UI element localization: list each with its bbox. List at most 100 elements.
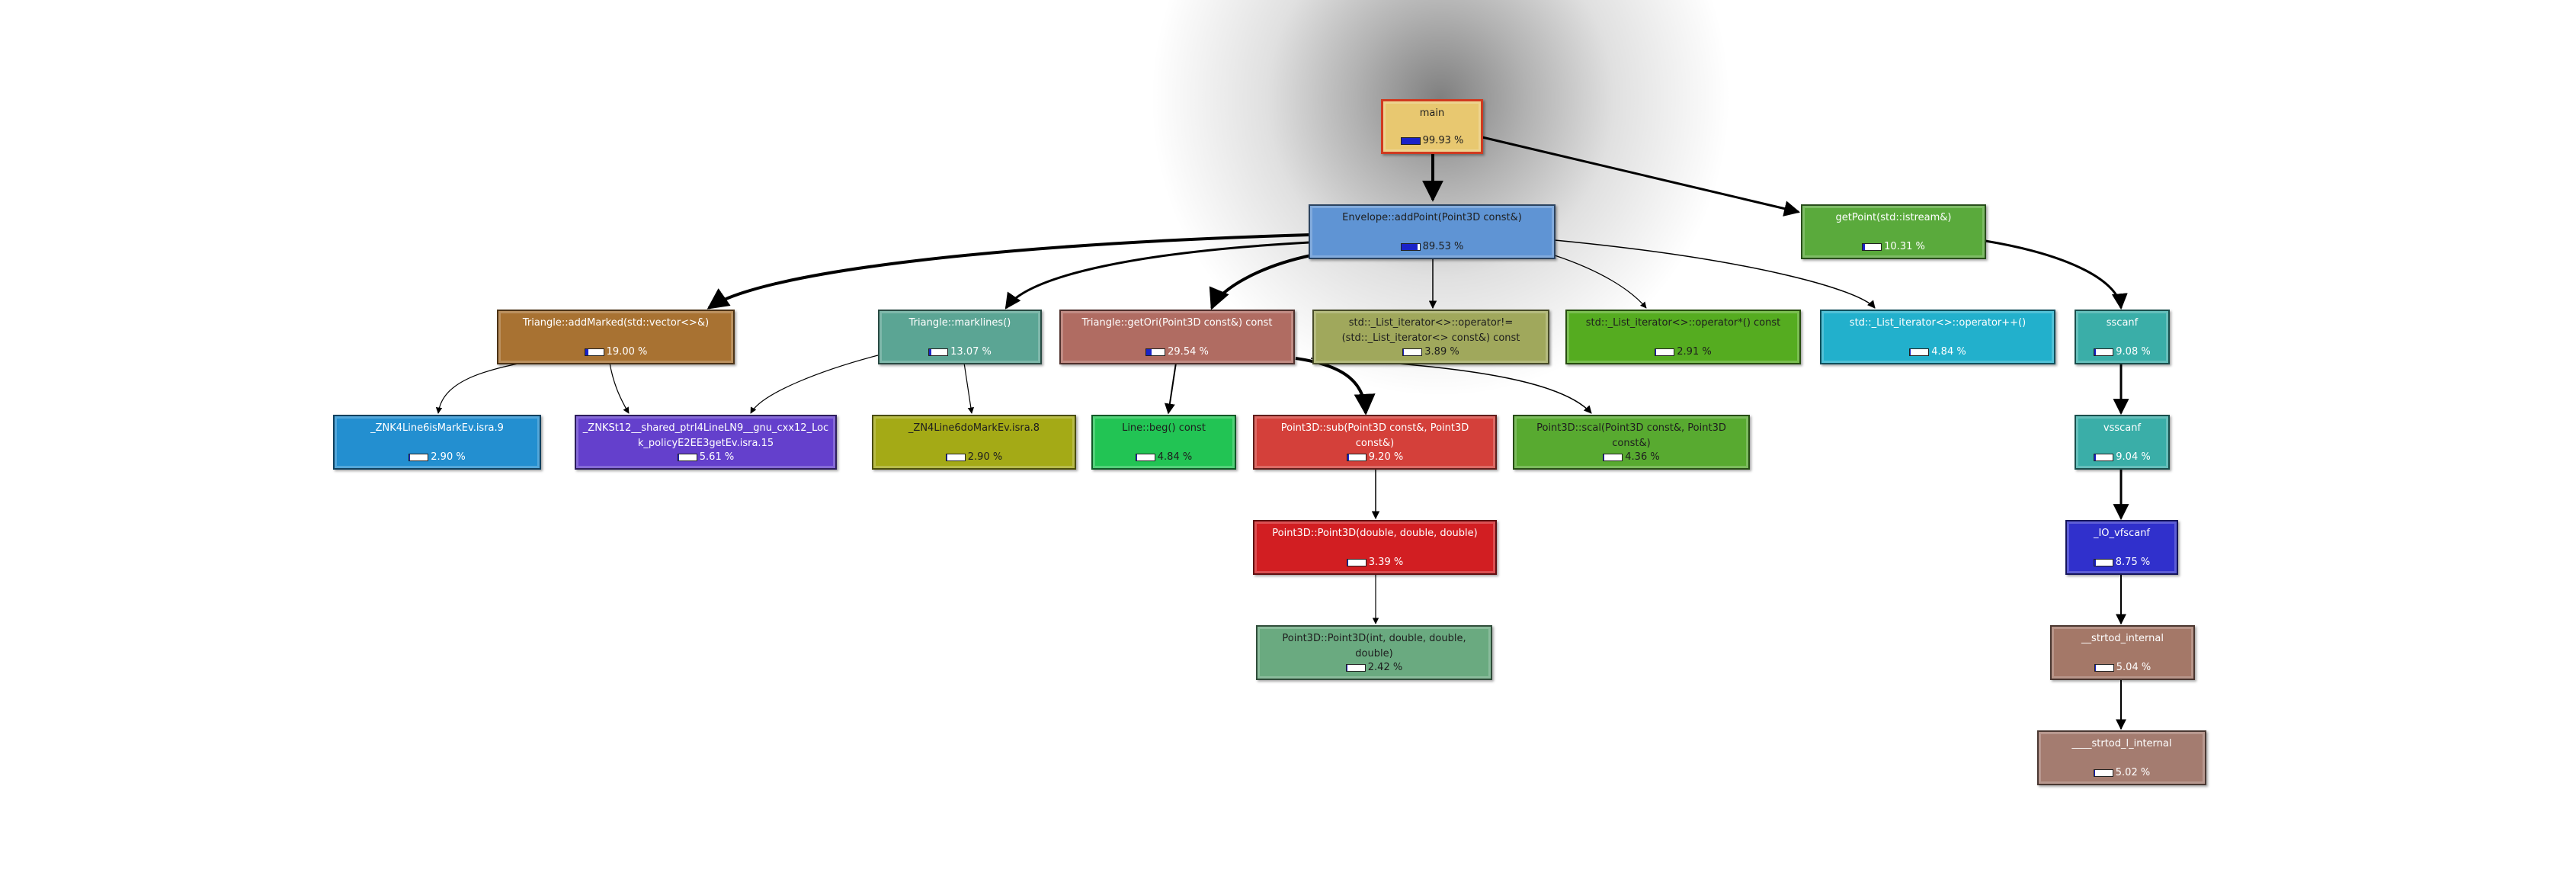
cost-bar-fill	[2094, 664, 2096, 671]
node-sscanf[interactable]: sscanf 9.08 %	[2075, 310, 2170, 364]
cost-bar	[1400, 242, 1421, 251]
node-label: main	[1419, 107, 1445, 119]
node-list-iterator-ne[interactable]: std::_List_iterator<>::operator!=(std::_…	[1312, 310, 1549, 364]
edge-addpoint-listinc	[1554, 239, 1876, 309]
node-cost: 29.54 %	[1061, 346, 1293, 358]
edge-addpoint-addmarked	[706, 233, 1310, 310]
cost-bar	[1655, 348, 1675, 356]
node-cost: 5.02 %	[2039, 767, 2205, 779]
cost-bar	[1402, 348, 1423, 356]
node-shared-ptr-get[interactable]: _ZNKSt12__shared_ptrI4LineLN9__gnu_cxx12…	[575, 415, 837, 470]
node-cost: 89.53 %	[1310, 241, 1554, 253]
cost-bar	[409, 453, 429, 461]
node-strtod-l-internal[interactable]: ____strtod_l_internal 5.02 %	[2037, 730, 2206, 785]
node-cost: 8.75 %	[2067, 557, 2177, 569]
edge-addpoint-getori	[1209, 254, 1312, 310]
cost-bar-fill	[1403, 348, 1405, 355]
cost-bar	[1400, 136, 1421, 145]
node-cost: 4.84 %	[1093, 451, 1235, 464]
node-point3d-scal[interactable]: Point3D::scal(Point3D const&, Point3D co…	[1513, 415, 1750, 470]
cost-text: 10.31 %	[1884, 241, 1925, 252]
node-main[interactable]: main 99.93 %	[1381, 99, 1483, 154]
node-label: Triangle::getOri(Point3D const&) const	[1081, 317, 1273, 329]
cost-bar	[1346, 558, 1366, 566]
node-line-ismark[interactable]: _ZNK4Line6isMarkEv.isra.9 2.90 %	[333, 415, 541, 470]
node-label: _ZN4Line6doMarkEv.isra.8	[908, 422, 1040, 434]
node-cost: 99.93 %	[1383, 135, 1481, 147]
node-cost: 2.90 %	[873, 451, 1075, 464]
node-point3d-ctor-4[interactable]: Point3D::Point3D(int, double, double, do…	[1256, 625, 1492, 680]
cost-bar-fill	[2094, 769, 2095, 776]
cost-bar-fill	[1347, 454, 1349, 460]
cost-text: 13.07 %	[950, 346, 992, 358]
cost-text: 2.42 %	[1367, 662, 1403, 673]
edge-marklines-domark	[963, 362, 975, 414]
cost-bar	[2094, 348, 2114, 356]
node-label: _ZNK4Line6isMarkEv.isra.9	[370, 422, 504, 434]
edge-marklines-sharedptr	[750, 355, 879, 414]
cost-bar	[1346, 453, 1366, 461]
node-label: getPoint(std::istream&)	[1835, 212, 1952, 223]
node-line-domark[interactable]: _ZN4Line6doMarkEv.isra.8 2.90 %	[872, 415, 1076, 470]
cost-bar-fill	[1136, 454, 1137, 460]
cost-bar	[1862, 242, 1882, 251]
cost-bar	[928, 348, 949, 356]
node-list-iterator-inc[interactable]: std::_List_iterator<>::operator++()4.84 …	[1820, 310, 2055, 364]
cost-bar	[1909, 348, 1930, 356]
cost-text: 2.90 %	[967, 451, 1003, 463]
cost-bar-fill	[1146, 348, 1152, 355]
node-label: _IO_vfscanf	[2093, 528, 2151, 539]
cost-bar	[2093, 769, 2113, 777]
node-envelope-addpoint[interactable]: Envelope::addPoint(Point3D const&)89.53 …	[1309, 204, 1556, 259]
edge-addpoint-marklines	[1004, 241, 1310, 310]
node-cost: 2.90 %	[335, 451, 540, 464]
node-cost: 13.07 %	[879, 346, 1040, 358]
node-cost: 9.20 %	[1254, 451, 1495, 464]
cost-bar	[945, 453, 966, 461]
node-strtod-internal[interactable]: __strtod_internal 5.04 %	[2050, 625, 2195, 680]
node-label: Point3D::sub(Point3D const&, Point3D con…	[1280, 422, 1469, 449]
node-label: ____strtod_l_internal	[2071, 738, 2172, 749]
cost-text: 9.08 %	[2116, 346, 2151, 358]
cost-bar-fill	[1347, 559, 1348, 566]
node-getpoint[interactable]: getPoint(std::istream&)10.31 %	[1801, 204, 1986, 259]
node-cost: 5.04 %	[2052, 662, 2193, 674]
node-triangle-marklines[interactable]: Triangle::marklines()13.07 %	[878, 310, 1042, 364]
cost-bar-fill	[1401, 243, 1418, 250]
edge-addmarked-ismark	[435, 358, 549, 414]
cost-bar-fill	[1401, 137, 1420, 144]
cost-bar	[677, 453, 697, 461]
cost-text: 5.02 %	[2115, 767, 2151, 778]
cost-text: 3.39 %	[1368, 557, 1404, 568]
node-point3d-ctor-3[interactable]: Point3D::Point3D(double, double, double)…	[1253, 520, 1497, 575]
node-label: vsscanf	[2103, 422, 2142, 434]
node-vsscanf[interactable]: vsscanf 9.04 %	[2075, 415, 2170, 470]
node-label: __strtod_internal	[2081, 633, 2164, 644]
node-label: Point3D::Point3D(int, double, double, do…	[1282, 633, 1466, 659]
node-cost: 4.84 %	[1821, 346, 2054, 358]
node-cost: 10.31 %	[1802, 241, 1985, 253]
cost-bar-fill	[1863, 243, 1865, 250]
cost-text: 4.36 %	[1625, 451, 1660, 463]
node-cost: 9.04 %	[2076, 451, 2168, 464]
cost-bar	[2094, 663, 2114, 672]
node-point3d-sub[interactable]: Point3D::sub(Point3D const&, Point3D con…	[1253, 415, 1497, 470]
node-label: Line::beg() const	[1122, 422, 1206, 434]
cost-bar	[1345, 663, 1366, 672]
node-label: sscanf	[2106, 317, 2139, 329]
cost-bar	[584, 348, 604, 356]
node-cost: 5.61 %	[576, 451, 835, 464]
cost-text: 9.04 %	[2116, 451, 2151, 463]
node-list-iterator-deref[interactable]: std::_List_iterator<>::operator*() const…	[1565, 310, 1801, 364]
node-label: Triangle::addMarked(std::vector<>&)	[522, 317, 710, 329]
node-triangle-addmarked[interactable]: Triangle::addMarked(std::vector<>&)19.00…	[497, 310, 735, 364]
edge-getpoint-sscanf	[1985, 239, 2128, 310]
node-label: std::_List_iterator<>::operator!=(std::_…	[1341, 317, 1520, 344]
cost-text: 3.89 %	[1424, 346, 1459, 358]
node-io-vfscanf[interactable]: _IO_vfscanf 8.75 %	[2065, 520, 2178, 575]
node-cost: 9.08 %	[2076, 346, 2168, 358]
